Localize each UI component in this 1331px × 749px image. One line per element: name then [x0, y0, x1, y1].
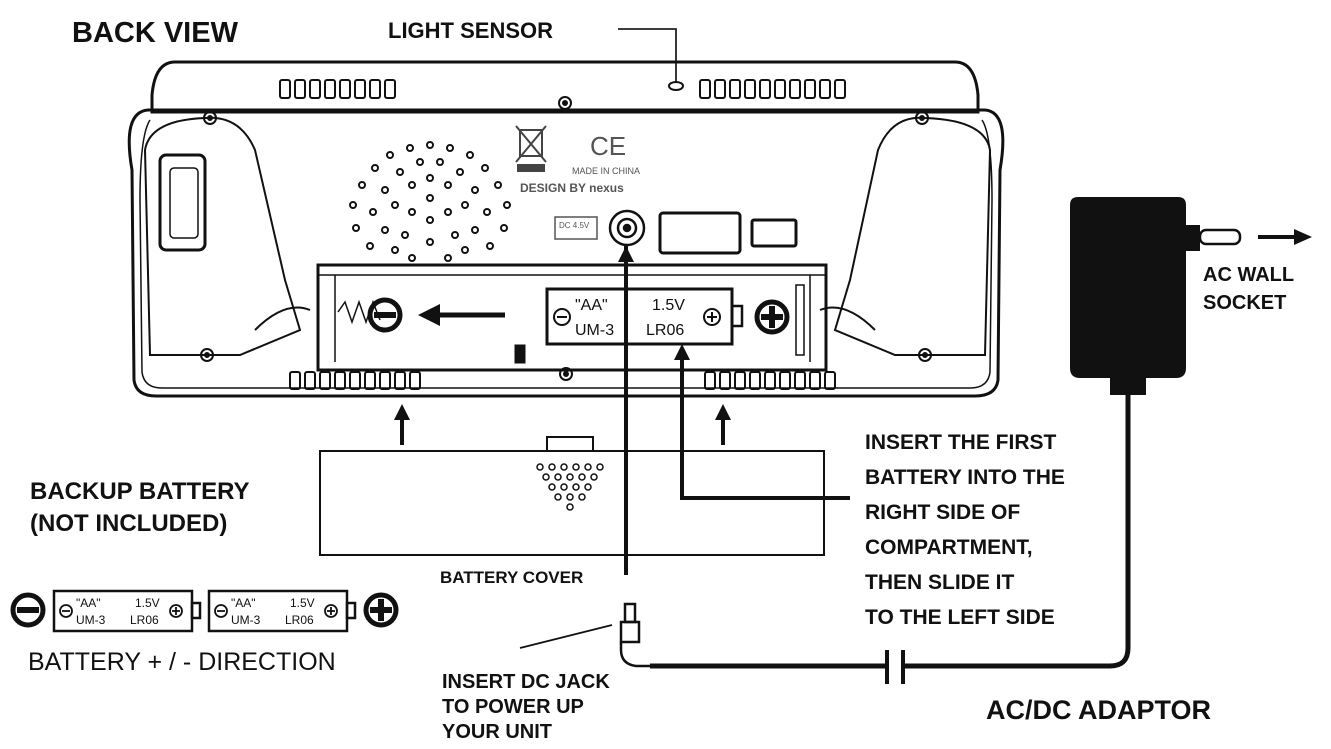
- insert-battery-line1: INSERT THE FIRST: [865, 431, 1057, 454]
- insert-battery-line2: BATTERY INTO THE: [865, 466, 1065, 489]
- battery-pointer: [674, 344, 690, 360]
- minus-terminal-icon: [367, 297, 403, 333]
- slide-left-arrow: [418, 304, 505, 326]
- direction-plus-icon: [363, 592, 399, 628]
- top-vents-left: [279, 79, 396, 99]
- backup-battery-line1: BACKUP BATTERY: [30, 478, 250, 505]
- dc-rating-label-box: [554, 216, 598, 240]
- direction-battery-2: [207, 589, 357, 633]
- dir2-voltage: 1.5V: [290, 596, 315, 610]
- dc-rating: DC 4.5V: [559, 221, 590, 230]
- dir1-size: UM-3: [76, 613, 106, 627]
- dc-input-socket: [608, 209, 646, 247]
- battery-type: "AA": [575, 297, 608, 314]
- dc-jack-line2: TO POWER UP: [442, 696, 584, 718]
- adaptor-cable: [650, 390, 1131, 669]
- battery-cover-label: BATTERY COVER: [440, 568, 583, 587]
- dir2-type: "AA": [231, 596, 256, 610]
- battery-direction-label: BATTERY + / - DIRECTION: [28, 648, 336, 676]
- dc-jack-line1: INSERT DC JACK: [442, 671, 610, 693]
- port-slot-1: [658, 211, 742, 255]
- battery-code: LR06: [646, 322, 684, 339]
- ac-wall-socket-line1: AC WALL: [1203, 264, 1294, 286]
- insert-battery-line3: RIGHT SIDE OF: [865, 501, 1020, 524]
- wall-socket-arrow: [1258, 229, 1312, 245]
- dir1-type: "AA": [76, 596, 101, 610]
- speaker-grille: [349, 141, 511, 262]
- direction-battery-1: [52, 589, 202, 633]
- cover-insert-arrow-right: [715, 404, 731, 445]
- dc-jack-plug: [619, 602, 650, 668]
- light-sensor-label: LIGHT SENSOR: [388, 18, 553, 43]
- insert-battery-leader: [680, 352, 850, 500]
- dc-socket-pointer: [618, 246, 634, 262]
- backup-battery-line2: (NOT INCLUDED): [30, 510, 227, 537]
- dir1-voltage: 1.5V: [135, 596, 160, 610]
- ce-mark: CE: [590, 131, 626, 161]
- insert-battery-line4: COMPARTMENT,: [865, 536, 1033, 559]
- design-by-nexus: DESIGN BY nexus: [520, 181, 624, 195]
- ac-wall-socket-line2: SOCKET: [1203, 292, 1286, 314]
- cover-insert-arrow-left: [394, 404, 410, 445]
- battery-in-compartment: [545, 287, 744, 346]
- dir1-code: LR06: [130, 613, 159, 627]
- bottom-vents-right: [704, 371, 836, 390]
- dc-jack-leader: [519, 624, 613, 649]
- dc-jack-instructions: INSERT DC JACK TO POWER UP YOUR UNIT: [442, 671, 610, 743]
- battery-cover: [319, 436, 825, 556]
- screw-holes: [200, 96, 932, 381]
- top-vents-right: [699, 79, 846, 99]
- weee-symbol: [515, 125, 547, 172]
- battery-compartment: [316, 263, 828, 372]
- title: BACK VIEW: [72, 17, 239, 49]
- battery-size: UM-3: [575, 322, 614, 339]
- light-sensor-leader: [618, 28, 677, 82]
- insert-battery-instructions: INSERT THE FIRST BATTERY INTO THE RIGHT …: [865, 431, 1065, 629]
- ac-dc-adaptor: [1070, 197, 1242, 395]
- dc-jack-line3: YOUR UNIT: [442, 721, 552, 743]
- plus-terminal-icon: [754, 299, 790, 335]
- dir2-code: LR06: [285, 613, 314, 627]
- insert-battery-line5: THEN SLIDE IT: [865, 571, 1015, 594]
- ac-dc-adaptor-label: AC/DC ADAPTOR: [986, 695, 1211, 725]
- direction-minus-icon: [10, 592, 46, 628]
- dir2-size: UM-3: [231, 613, 261, 627]
- insert-battery-line6: TO THE LEFT SIDE: [865, 606, 1055, 629]
- clock-back-body: [127, 60, 1005, 398]
- bottom-vents-left: [289, 371, 421, 390]
- battery-voltage: 1.5V: [652, 297, 685, 314]
- light-sensor: [668, 81, 684, 91]
- port-slot-2: [750, 218, 798, 248]
- made-in-china: MADE IN CHINA: [572, 166, 640, 176]
